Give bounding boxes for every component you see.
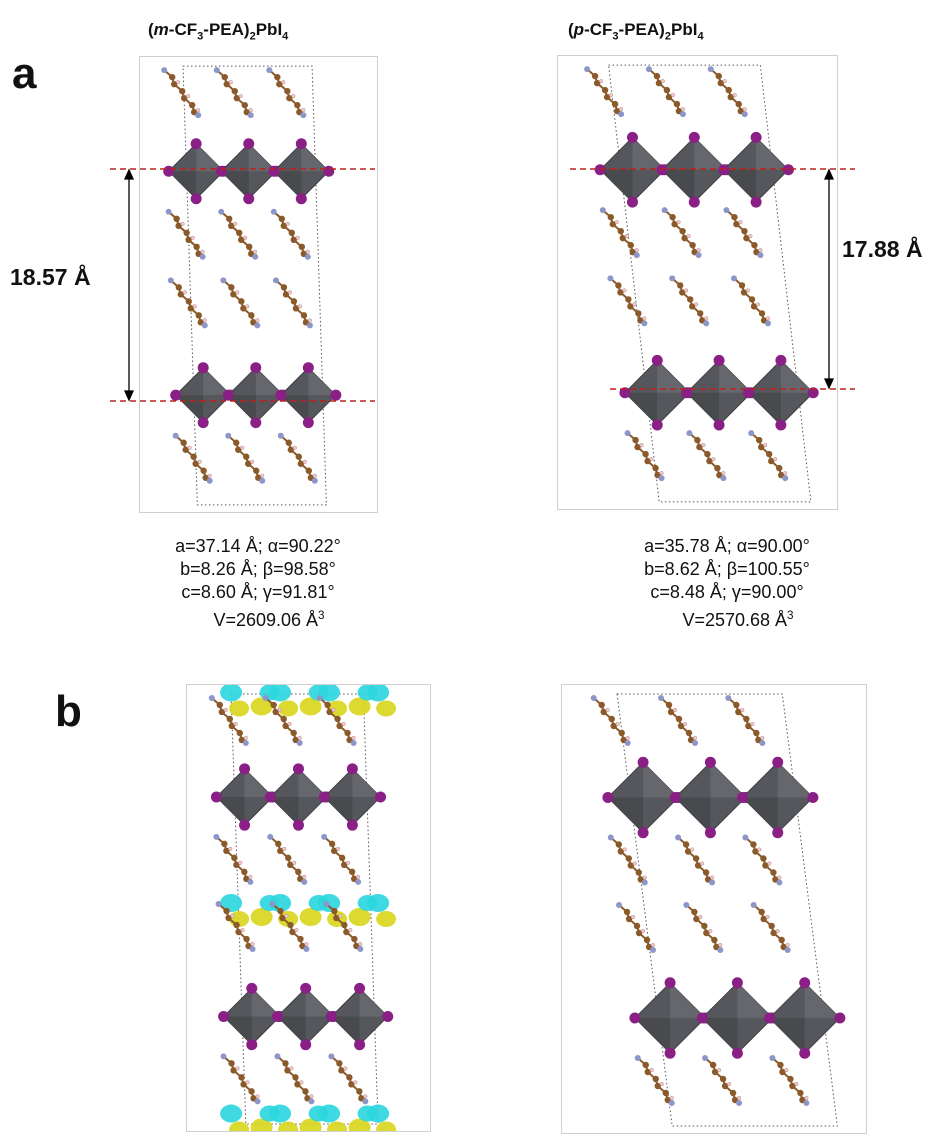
panel-label-a: a bbox=[12, 49, 37, 98]
lattice-b-beta-right: b=8.62 Å; β=100.55° bbox=[644, 559, 810, 579]
lattice-a-alpha-right: a=35.78 Å; α=90.00° bbox=[644, 536, 810, 556]
lattice-b-beta-left: b=8.26 Å; β=98.58° bbox=[180, 559, 336, 579]
lattice-params-left: a=37.14 Å; α=90.22° b=8.26 Å; β=98.58° c… bbox=[128, 535, 388, 632]
right-structure-title: (p-CF3-PEA)2PbI4 bbox=[568, 20, 704, 43]
left-interlayer-distance: 18.57 Å bbox=[10, 264, 91, 290]
structure-b-right-drawing bbox=[590, 693, 846, 1127]
structure-b-left-image bbox=[186, 684, 431, 1132]
cell-volume-right: V=2570.68 Å3 bbox=[682, 609, 794, 630]
lattice-c-gamma-left: c=8.60 Å; γ=91.81° bbox=[181, 582, 335, 602]
cell-volume-left: V=2609.06 Å3 bbox=[213, 609, 325, 630]
structure-a-right-image bbox=[557, 55, 838, 510]
structure-a-left-image bbox=[139, 56, 378, 513]
right-interlayer-distance: 17.88 Å bbox=[842, 236, 923, 262]
lattice-params-right: a=35.78 Å; α=90.00° b=8.62 Å; β=100.55° … bbox=[592, 535, 862, 632]
lattice-a-alpha-left: a=37.14 Å; α=90.22° bbox=[175, 536, 341, 556]
panel-label-b: b bbox=[55, 687, 82, 736]
structure-b-right-image bbox=[561, 684, 867, 1134]
interlayer-markers bbox=[110, 168, 855, 402]
structure-a-left-drawing bbox=[161, 65, 342, 506]
left-distance-arrow bbox=[123, 168, 135, 402]
structure-b-left-drawing bbox=[208, 685, 397, 1131]
structure-a-right-drawing bbox=[584, 64, 819, 503]
right-distance-arrow bbox=[823, 168, 835, 390]
left-structure-title: (m-CF3-PEA)2PbI4 bbox=[148, 20, 289, 43]
lattice-c-gamma-right: c=8.48 Å; γ=90.00° bbox=[650, 582, 804, 602]
